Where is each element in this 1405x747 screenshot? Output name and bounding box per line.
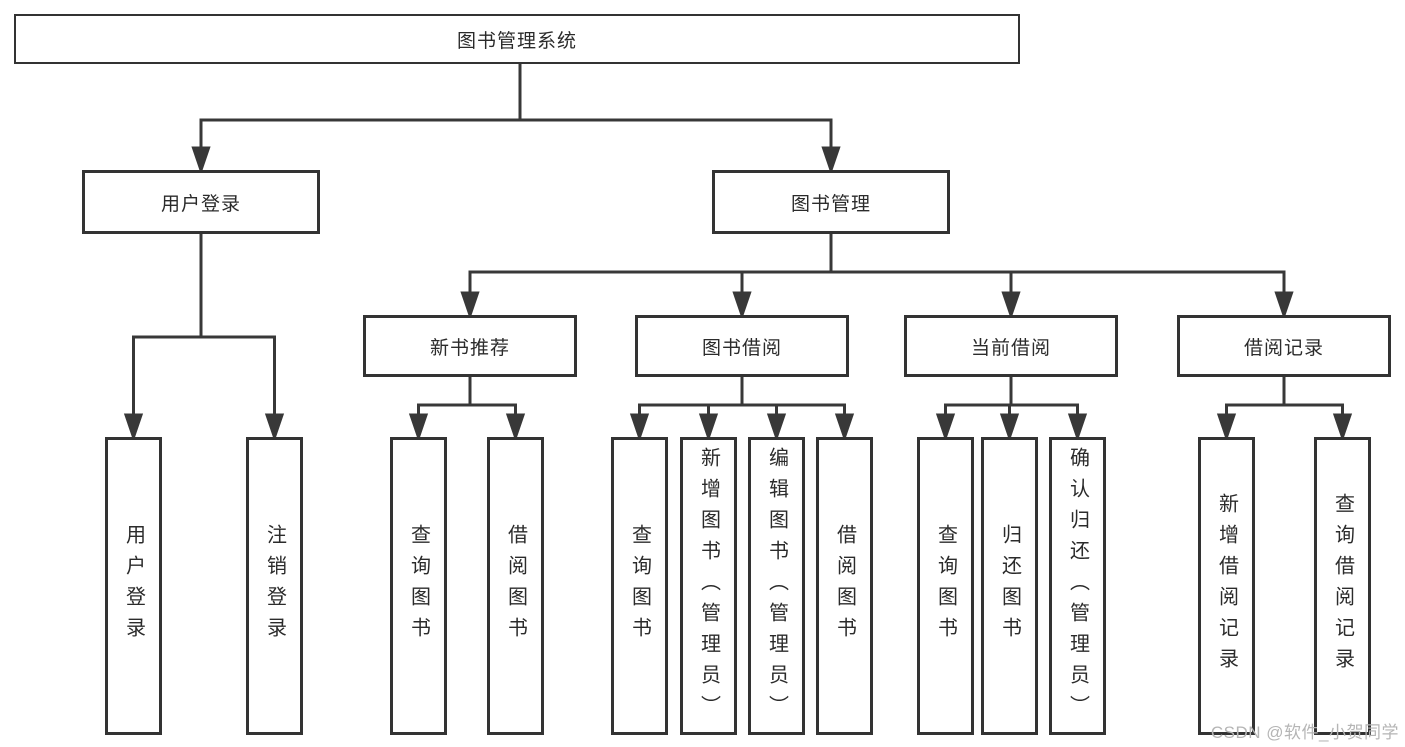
connector-root-to-level2 [191, 64, 841, 175]
node-label: 借阅记录 [1243, 337, 1324, 359]
node-label: 新书推荐 [429, 337, 510, 359]
node-label: 借阅图书 [833, 524, 856, 648]
node-label: 新增借阅记录 [1215, 493, 1238, 679]
node-label: 借阅图书 [504, 524, 527, 648]
connector-borrow-record-leaves [1216, 377, 1353, 442]
leaf-borrow-books-recommend: 借阅图书 [487, 437, 544, 735]
node-label: 用户登录 [122, 524, 145, 648]
node-new-book-recommend: 新书推荐 [363, 315, 577, 377]
leaf-add-books-admin: 新增图书（管理员） [680, 437, 737, 735]
node-current-borrow: 当前借阅 [904, 315, 1118, 377]
node-label: 图书借阅 [701, 337, 782, 359]
node-label: 注销登录 [263, 524, 286, 648]
leaf-query-books-recommend: 查询图书 [390, 437, 447, 735]
node-label: 新增图书（管理员） [697, 446, 720, 726]
leaf-query-borrow-record: 查询借阅记录 [1314, 437, 1371, 735]
node-user-login: 用户登录 [82, 170, 320, 234]
leaf-add-borrow-record: 新增借阅记录 [1198, 437, 1255, 735]
leaf-user-login: 用户登录 [105, 437, 162, 735]
node-label: 图书管理系统 [456, 30, 577, 52]
connector-current-borrow-leaves [935, 377, 1088, 442]
node-label: 查询图书 [628, 524, 651, 648]
leaf-edit-books-admin: 编辑图书（管理员） [748, 437, 805, 735]
leaf-confirm-return-admin: 确认归还（管理员） [1049, 437, 1106, 735]
node-label: 查询图书 [934, 524, 957, 648]
node-label: 图书管理 [790, 193, 871, 215]
node-book-borrow: 图书借阅 [635, 315, 849, 377]
node-library-management-system: 图书管理系统 [14, 14, 1020, 64]
node-label: 确认归还（管理员） [1066, 446, 1089, 726]
node-book-management: 图书管理 [712, 170, 950, 234]
leaf-query-books-current: 查询图书 [917, 437, 974, 735]
connector-new-book-leaves [408, 377, 526, 442]
connector-book-borrow-leaves [629, 377, 855, 442]
node-label: 当前借阅 [970, 337, 1051, 359]
leaf-logout: 注销登录 [246, 437, 303, 735]
leaf-return-books: 归还图书 [981, 437, 1038, 735]
leaf-borrow-books: 借阅图书 [816, 437, 873, 735]
leaf-query-books-borrow: 查询图书 [611, 437, 668, 735]
node-label: 查询借阅记录 [1331, 493, 1354, 679]
node-label: 归还图书 [998, 524, 1021, 648]
csdn-watermark: CSDN @软件_小贺同学 [1210, 723, 1399, 742]
connector-user-login-leaves [123, 234, 285, 442]
node-borrow-record: 借阅记录 [1177, 315, 1391, 377]
node-label: 编辑图书（管理员） [765, 446, 788, 726]
node-label: 查询图书 [407, 524, 430, 648]
connector-book-management-to-level3 [460, 234, 1294, 320]
node-label: 用户登录 [160, 193, 241, 215]
